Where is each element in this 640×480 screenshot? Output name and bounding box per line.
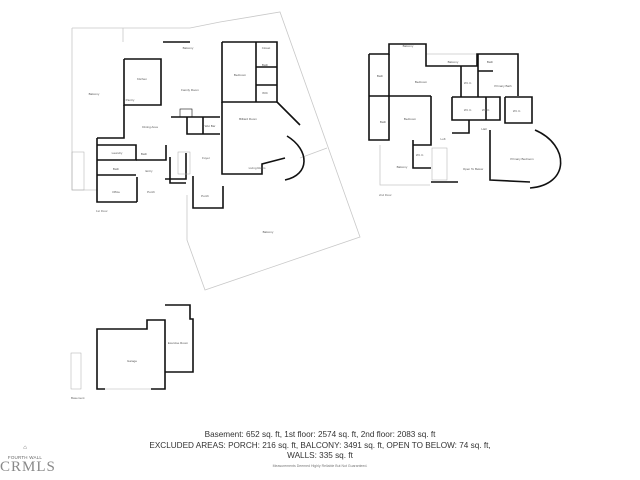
basement-walls (96, 304, 194, 390)
area-summary: Basement: 652 sq. ft, 1st floor: 2574 sq… (0, 430, 640, 462)
first-floor-stairs (71, 151, 191, 191)
room-label: Primary Bath (494, 84, 512, 88)
room-label: Garage (126, 359, 138, 363)
room-label: Porch (201, 194, 209, 198)
room-label: Bedroom (403, 117, 417, 121)
house-icon: ⌂ (23, 445, 27, 451)
room-label: Exercise Room (167, 341, 189, 345)
basement-stairs (70, 352, 82, 390)
second-floor-balcony-outline (379, 53, 477, 186)
second-floor-stairs (431, 147, 448, 181)
room-label: Bath (376, 74, 384, 78)
room-label: Bedroom (414, 80, 428, 84)
room-label: Foyer (202, 156, 210, 160)
second-floor-walls (368, 43, 562, 189)
room-label: Office (112, 190, 120, 194)
room-label: Laundry (111, 151, 123, 155)
room-label: Balcony (402, 44, 414, 48)
room-label: Open To Below (462, 167, 484, 171)
room-label: Bath (379, 120, 387, 124)
room-label: Primary Bedroom (510, 157, 534, 161)
room-label: W.I.C. (463, 81, 473, 85)
room-label: Bath (112, 167, 120, 171)
floor-label-second: 2nd Floor (379, 193, 392, 197)
room-label: Bath (140, 152, 148, 156)
room-label: Balcony (88, 92, 100, 96)
room-label: Balcony (182, 46, 194, 50)
first-floor-walls (96, 41, 305, 209)
summary-line-3: WALLS: 335 sq. ft (287, 451, 353, 460)
room-label: W.I.C. (415, 153, 425, 157)
room-label: Pantry (125, 98, 135, 102)
summary-line-2: EXCLUDED AREAS: PORCH: 216 sq. ft, BALCO… (149, 440, 491, 450)
room-label: Kitchen (136, 77, 148, 81)
room-label: Loft (440, 137, 446, 141)
disclaimer-note: Measurements Deemed Highly Reliable But … (272, 464, 368, 468)
room-label: Family Room (181, 88, 199, 92)
room-label: Living Room (248, 166, 266, 170)
room-label: W.I.C. (481, 108, 491, 112)
room-label: Bath (486, 60, 494, 64)
room-label: Balcony (447, 60, 459, 64)
room-label: WIC (262, 91, 268, 95)
floor-label-first: 1st Floor (96, 209, 108, 213)
room-label: W.I.C. (463, 108, 473, 112)
floor-label-basement: Basement (71, 396, 85, 400)
room-label: Bedroom (233, 73, 247, 77)
room-label: Dining Area (142, 125, 158, 129)
room-label: W.I.C. (512, 109, 522, 113)
logo: ⌂ FOURTH WALL CRMLS (0, 436, 56, 475)
room-label: Porch (147, 190, 155, 194)
fireplace-icon (179, 108, 193, 118)
room-label: Balcony (262, 230, 274, 234)
room-label: Wet Bar (204, 124, 216, 128)
room-label: Closet (261, 46, 271, 50)
summary-line-1: Basement: 652 sq. ft, 1st floor: 2574 sq… (204, 430, 436, 439)
room-label: Billiard Room (239, 117, 257, 121)
room-label: Bath (261, 63, 269, 67)
room-label: Entry (145, 169, 153, 173)
room-label: Hall (481, 127, 487, 131)
room-label: Balcony (396, 165, 408, 169)
logo-text-fourth-wall: FOURTH WALL (7, 455, 43, 460)
logo-text-crmls: CRMLS (0, 459, 56, 475)
